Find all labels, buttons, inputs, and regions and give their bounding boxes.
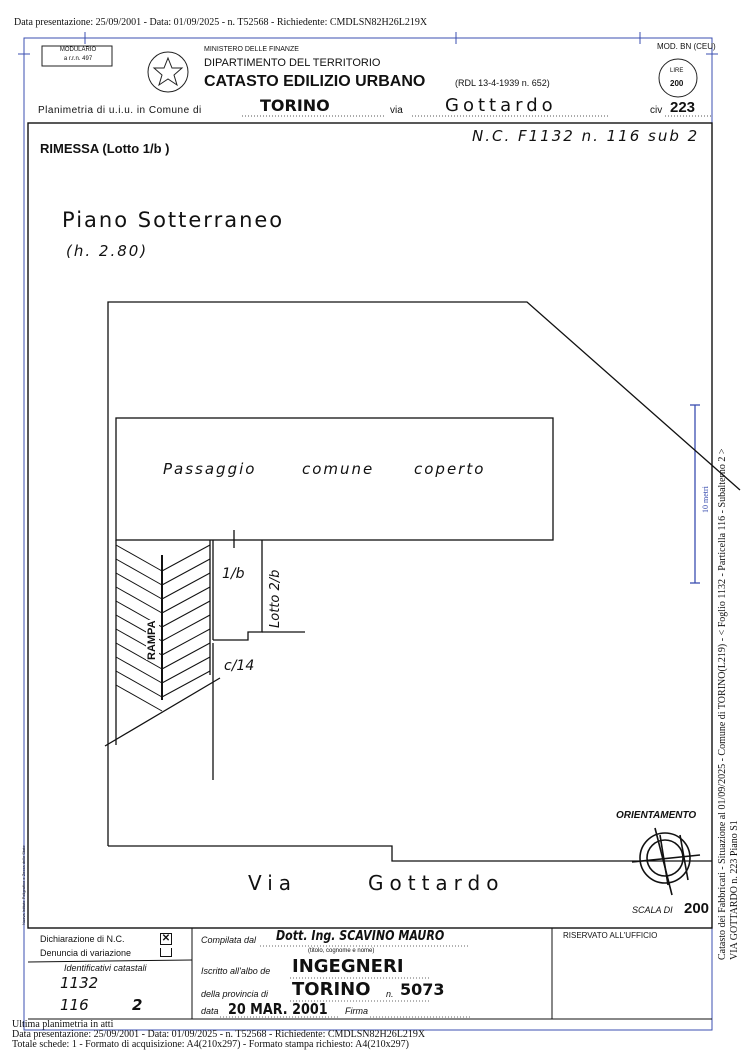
submission-info-bottom: Data presentazione: 25/09/2001 - Data: 0… — [12, 1029, 426, 1040]
modulario-box — [41, 45, 113, 67]
scale-bar — [690, 404, 700, 584]
building-outline — [104, 301, 741, 862]
lot-2b-label: Lotto 2/b — [268, 569, 283, 628]
plan-label: Planimetria di u.i.u. in Comune di — [38, 105, 202, 116]
scale-value: 200 — [684, 900, 710, 917]
via-value: Gottardo — [445, 95, 557, 116]
date-label: data — [201, 1006, 219, 1016]
c14-label: c/14 — [224, 658, 255, 674]
law-reference: (RDL 13-4-1939 n. 652) — [455, 78, 550, 88]
scale-bar-label: 10 metri — [701, 486, 710, 513]
floor-height: (h. 2.80) — [66, 242, 149, 260]
address-side-info: VIA GOTTARDO n. 223 Piano S1 — [729, 820, 740, 960]
sub-value: 2 — [132, 996, 143, 1014]
passage-label-1: Passaggio — [163, 460, 257, 478]
reg-number-label: n. — [386, 989, 394, 999]
modulario-label: MODULARIO — [59, 47, 97, 53]
hatch-line — [161, 614, 211, 642]
footer-dotted-lines — [220, 945, 470, 1018]
hatch-line — [115, 684, 163, 712]
hatch-line — [161, 572, 211, 600]
republic-emblem-icon — [147, 51, 189, 93]
revenue-stamp — [658, 58, 698, 98]
hatch-line — [115, 558, 163, 586]
department: DIPARTIMENTO DEL TERRITORIO — [204, 57, 381, 69]
ramp-hatching — [115, 544, 211, 712]
lot-1b-label: 1/b — [222, 566, 245, 582]
foglio-value: 1132 — [60, 974, 99, 992]
hatch-line — [115, 544, 163, 572]
stamp-value: 200 — [670, 79, 684, 88]
cadastral-reference: N.C. F1132 n. 116 sub 2 — [472, 127, 700, 145]
compass-icon — [631, 827, 701, 896]
footer-grid — [27, 927, 712, 1020]
hatch-line — [115, 572, 163, 600]
printer-note: Nuova Istituto Poligrafico e Zecca dello… — [21, 845, 26, 925]
via-label: via — [390, 105, 403, 116]
variation-label: Denuncia di variazione — [40, 948, 132, 958]
passage-label-3: coperto — [414, 460, 486, 478]
hatch-line — [161, 656, 211, 684]
compiled-hint: (titolo, cognome e nome) — [308, 948, 375, 954]
last-plan-note: Ultima planimetria in atti — [12, 1019, 114, 1030]
civ-label: civ — [650, 105, 663, 116]
reserved-label: RISERVATO ALL'UFFICIO — [563, 931, 658, 940]
stamp-currency: LIRE — [670, 68, 684, 74]
comune-value: TORINO — [260, 96, 330, 115]
compiled-label: Compilata dal — [201, 935, 257, 945]
variation-checkbox[interactable] — [160, 948, 172, 957]
street-label-1: Via — [248, 871, 298, 895]
declaration-nc-checkbox[interactable]: ✕ — [160, 933, 172, 945]
hatch-line — [115, 642, 163, 670]
street-label-2: Gottardo — [368, 871, 505, 895]
hatch-line — [161, 600, 211, 628]
model-code: MOD. BN (CEU) — [657, 42, 716, 51]
hatch-line — [115, 656, 163, 684]
declaration-nc-label: Dichiarazione di N.C. — [40, 934, 125, 944]
hatch-line — [161, 642, 211, 670]
ministry: MINISTERO DELLE FINANZE — [204, 46, 299, 53]
province-label: della provincia di — [201, 989, 269, 999]
unit-title: RIMESSA (Lotto 1/b ) — [40, 141, 170, 156]
submission-info: Data presentazione: 25/09/2001 - Data: 0… — [14, 17, 428, 28]
hatch-line — [161, 586, 211, 614]
passage-label-2: comune — [302, 460, 375, 478]
hatch-line — [161, 670, 211, 698]
numero-value: 116 — [60, 996, 89, 1014]
floor-label: Piano Sotterraneo — [62, 208, 285, 232]
hatch-line — [115, 586, 163, 614]
albo-label: Iscritto all'albo de — [201, 966, 271, 976]
orientation-label: ORIENTAMENTO — [616, 810, 697, 821]
cadastre-side-info: Catasto dei Fabbricati - Situazione al 0… — [717, 448, 728, 960]
reg-number: 5073 — [400, 980, 445, 999]
form-title: CATASTO EDILIZIO URBANO — [204, 73, 426, 90]
civ-value: 223 — [670, 99, 696, 116]
signature-label: Firma — [345, 1006, 368, 1016]
hatch-line — [161, 544, 211, 572]
scale-label: SCALA DI — [632, 905, 673, 915]
albo-value: INGEGNERI — [292, 956, 404, 977]
ramp-label: RAMPA — [146, 620, 159, 660]
hatch-line — [161, 628, 211, 656]
hatch-line — [161, 558, 211, 586]
hatch-line — [115, 670, 163, 698]
identifiers-label: Identificativi catastali — [64, 963, 147, 973]
passage-rect — [115, 417, 554, 541]
compiled-by: Dott. Ing. SCAVINO MAURO — [276, 929, 445, 944]
province-value: TORINO — [292, 979, 371, 1000]
format-info: Totale schede: 1 - Formato di acquisizio… — [12, 1039, 409, 1050]
date-value: 20 MAR. 2001 — [228, 1000, 328, 1018]
modulario-number: a r.r.n. 497 — [63, 56, 93, 62]
